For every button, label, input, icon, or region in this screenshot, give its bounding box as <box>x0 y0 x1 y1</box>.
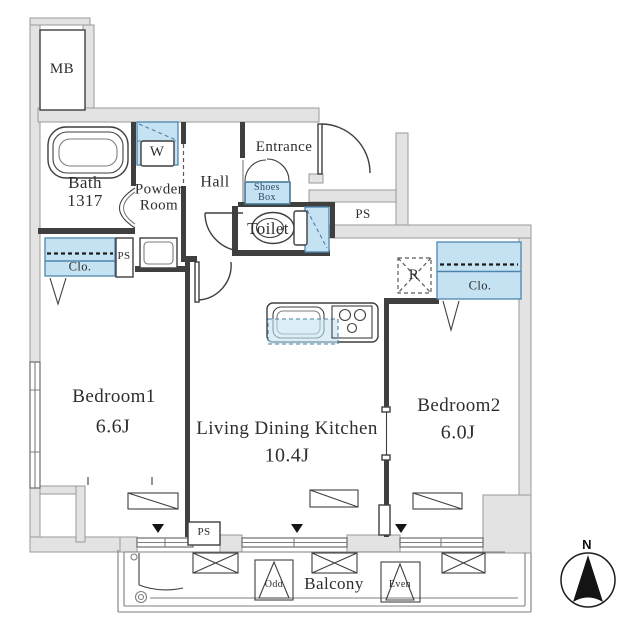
balcony-vents <box>192 552 486 574</box>
label-closet2: Clo. <box>468 278 492 293</box>
shoes-box <box>244 158 291 205</box>
label-washer: W <box>149 144 165 161</box>
label-bedroom1: Bedroom1 <box>72 386 156 408</box>
label-ldk-size: 10.4J <box>264 444 310 467</box>
toilet-door <box>204 212 243 252</box>
balcony-hook <box>130 553 138 561</box>
north-needle <box>573 555 603 602</box>
label-ldk: Living Dining Kitchen <box>196 418 378 440</box>
label-hatch-even: Even <box>388 578 412 590</box>
pipe-space-left <box>115 237 134 278</box>
label-bedroom1-size: 6.6J <box>95 415 131 438</box>
refrigerator-space <box>397 257 432 294</box>
stove <box>331 305 373 339</box>
label-closet1: Clo. <box>68 259 92 274</box>
vanity-bowl <box>143 241 174 265</box>
sliding-door-bedroom2 <box>378 406 391 536</box>
label-meter-box: MB <box>49 61 75 78</box>
balcony-drain <box>134 590 148 604</box>
label-toilet: Toilet <box>247 219 289 239</box>
pipe-space-bottom <box>187 521 221 546</box>
curtain-ticks <box>87 477 153 485</box>
bath-door <box>118 187 136 229</box>
bathtub <box>47 126 129 179</box>
label-ps-left: PS <box>117 250 131 263</box>
label-hatch-odd: Odd <box>264 578 284 590</box>
kitchen-counter <box>266 302 379 345</box>
label-bedroom2: Bedroom2 <box>417 395 501 417</box>
balcony <box>117 550 532 613</box>
hanger-pole-bedroom1 <box>49 277 67 306</box>
toilet-fixture <box>251 206 330 253</box>
air-conditioner-marks <box>127 489 463 510</box>
entrance-door <box>317 123 371 175</box>
compass <box>560 552 616 608</box>
balcony-partition-door <box>138 553 184 591</box>
ldk-door <box>194 261 232 303</box>
label-fridge: R <box>408 267 420 284</box>
washing-machine <box>136 121 179 167</box>
meter-box <box>39 29 86 111</box>
exterior-walls <box>29 17 532 554</box>
evacuation-hatch-odd <box>254 559 294 601</box>
label-balcony: Balcony <box>304 574 364 594</box>
evacuation-hatch-even <box>380 561 421 603</box>
label-entrance: Entrance <box>255 139 313 156</box>
label-hall: Hall <box>200 173 230 191</box>
label-north: N <box>582 537 592 553</box>
label-bedroom2-size: 6.0J <box>440 421 476 444</box>
vanity <box>139 237 178 269</box>
closet-bedroom1 <box>44 237 116 277</box>
window-pointers <box>152 524 407 533</box>
label-ps-top: PS <box>355 206 371 222</box>
hanger-pole-bedroom2 <box>442 300 460 333</box>
closet-bedroom2 <box>436 241 522 300</box>
windows <box>29 361 484 548</box>
label-ps-bottom: PS <box>197 526 211 539</box>
